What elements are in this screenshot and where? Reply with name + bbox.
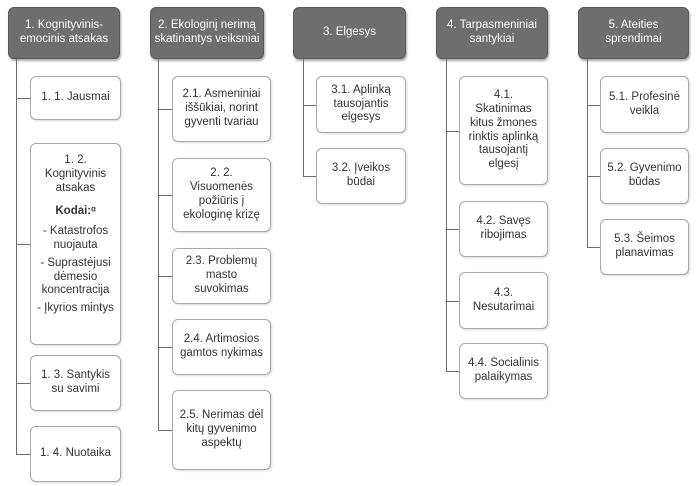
codes-list: Kodai:ᵅ - Katastrofos nuojauta - Suprastėj… [37, 205, 114, 318]
node-label: 4.1. Skatinimas kitus žmones rinktis apl… [468, 89, 539, 171]
node-2-5: 2.5. Nerimas dėl kitų gyvenimo aspektų [172, 390, 271, 470]
column-5-connector-branch [587, 105, 600, 106]
column-4-connector-branch [446, 131, 459, 132]
node-1-1: 1. 1. Jausmai [30, 76, 121, 120]
column-5-connector-branch [587, 247, 600, 248]
column-4-header: 4. Tarpasmeniniai santykiai [436, 7, 548, 59]
column-5-connector-spine [587, 59, 588, 248]
node-label: 2.5. Nerimas dėl kitų gyvenimo aspektų [179, 409, 264, 449]
node-label: 2.3. Problemų masto suvokimas [185, 255, 258, 295]
node-5-1: 5.1. Profesinė veikla [600, 76, 689, 133]
node-5-2: 5.2. Gyvenimo būdas [600, 148, 689, 204]
column-2-connector-spine [158, 59, 159, 431]
node-1-3: 1. 3. Santykis su savimi [30, 355, 121, 411]
node-label: 4.2. Savęs ribojimas [476, 215, 531, 241]
column-1-connector-branch [16, 244, 30, 245]
node-label: 1. 1. Jausmai [41, 91, 110, 104]
column-3-connector-branch [303, 105, 316, 106]
node-label: 2.1. Asmeniniai iššūkiai, norint gyventi… [182, 88, 261, 128]
column-3-connector-spine [303, 59, 304, 177]
column-2-connector-branch [158, 430, 172, 431]
node-2-3: 2.3. Problemų masto suvokimas [172, 248, 271, 304]
column-2-connector-branch [158, 347, 172, 348]
node-label: 1. 2. Kognityvinis atsakas [44, 154, 107, 194]
code-item: - Katastrofos nuojauta [42, 225, 109, 251]
column-4-connector-branch [446, 301, 459, 302]
column-5-header: 5. Ateities sprendimai [578, 7, 689, 59]
node-1-4: 1. 4. Nuotaika [30, 426, 121, 482]
column-4-connector-spine [446, 59, 447, 372]
node-label: 5.3. Šeimos planavimas [614, 233, 675, 259]
node-4-4: 4.4. Socialinis palaikymas [459, 343, 548, 399]
code-item: - Suprastėjusi dėmesio koncentracija [40, 256, 111, 297]
column-1-connector-branch [16, 383, 30, 384]
column-5-connector-branch [587, 176, 600, 177]
column-2-connector-branch [158, 109, 172, 110]
node-label: 2. 2. Visuomenės požiūris į ekologinę kr… [183, 167, 260, 221]
node-label: 4.4. Socialinis palaikymas [468, 357, 539, 383]
column-2-connector-branch [158, 195, 172, 196]
node-3-2: 3.2. Įveikos būdai [316, 148, 406, 204]
node-label: 5.2. Gyvenimo būdas [607, 162, 682, 188]
node-3-1: 3.1. Aplinką tausojantis elgesys [316, 76, 406, 133]
node-label: 2.4. Artimosios gamtos nykimas [179, 333, 264, 359]
column-3-connector-branch [303, 176, 316, 177]
node-5-3: 5.3. Šeimos planavimas [600, 219, 689, 275]
column-1-header: 1. Kognityvinis-emocinis atsakas [8, 7, 120, 59]
column-4-connector-branch [446, 229, 459, 230]
node-label: 3.2. Įveikos būdai [331, 162, 391, 188]
node-2-1: 2.1. Asmeniniai iššūkiai, norint gyventi… [172, 76, 271, 142]
node-4-3: 4.3. Nesutarimai [459, 272, 548, 329]
column-4-connector-branch [446, 371, 459, 372]
column-2-header: 2. Ekologinį nerimą skatinantys veiksnia… [150, 7, 264, 59]
node-4-1: 4.1. Skatinimas kitus žmones rinktis apl… [459, 76, 548, 185]
column-1-connector-spine [16, 59, 17, 455]
column-2-connector-branch [158, 276, 172, 277]
node-4-2: 4.2. Savęs ribojimas [459, 201, 548, 257]
node-label: 4.3. Nesutarimai [472, 286, 535, 313]
node-label: 5.1. Profesinė veikla [609, 90, 680, 117]
column-1-connector-branch [16, 454, 30, 455]
node-2-2: 2. 2. Visuomenės požiūris į ekologinę kr… [172, 158, 271, 232]
node-label: 1. 3. Santykis su savimi [40, 369, 111, 395]
code-item: - Įkyrios mintys [37, 302, 114, 315]
column-3-header: 3. Elgesys [293, 7, 406, 59]
column-1-connector-branch [16, 98, 30, 99]
codes-heading: Kodai:ᵅ [55, 205, 96, 218]
node-label: 1. 4. Nuotaika [40, 447, 111, 460]
node-label: 3.1. Aplinką tausojantis elgesys [331, 83, 391, 124]
node-2-4: 2.4. Artimosios gamtos nykimas [172, 319, 271, 375]
